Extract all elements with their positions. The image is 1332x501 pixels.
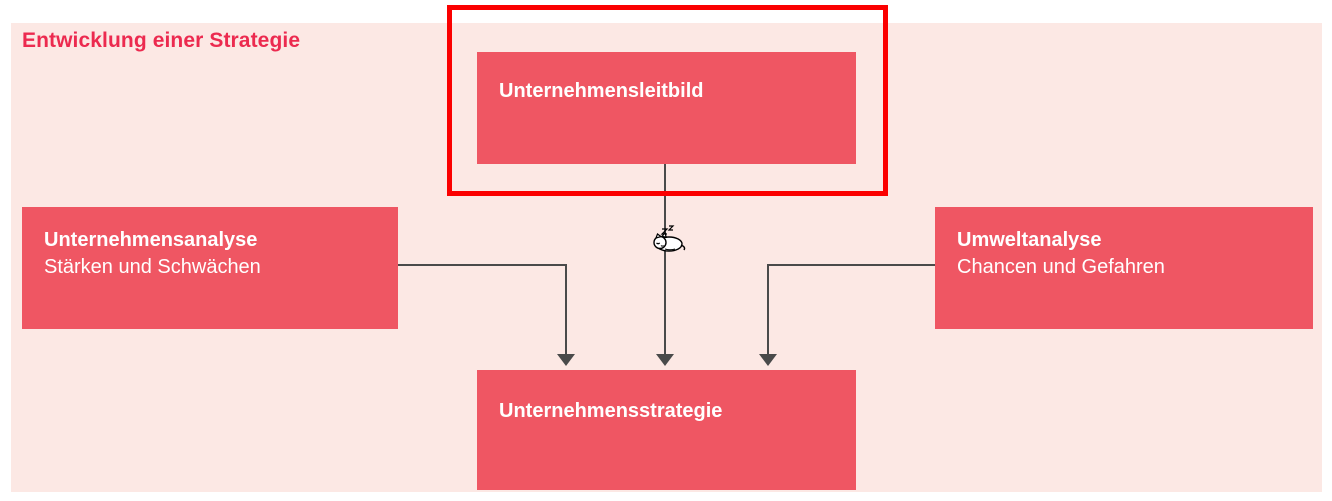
node-title: Unternehmensstrategie bbox=[499, 400, 723, 422]
sleeping-cat-cursor-icon bbox=[653, 225, 686, 252]
node-unternehmensanalyse[interactable]: Unternehmensanalyse Stärken und Schwäche… bbox=[22, 207, 398, 329]
node-unternehmensstrategie[interactable]: Unternehmensstrategie bbox=[477, 370, 856, 490]
connector-unternehmensanalyse-vertical bbox=[565, 264, 567, 356]
node-unternehmensleitbild[interactable]: Unternehmensleitbild bbox=[477, 52, 856, 164]
arrowhead-center-icon bbox=[656, 354, 674, 366]
connector-umweltanalyse-horizontal bbox=[768, 264, 937, 266]
arrowhead-left-icon bbox=[557, 354, 575, 366]
connector-leitbild-to-strategie bbox=[664, 164, 666, 356]
arrowhead-right-icon bbox=[759, 354, 777, 366]
node-subtitle: Chancen und Gefahren bbox=[957, 256, 1165, 278]
node-umweltanalyse[interactable]: Umweltanalyse Chancen und Gefahren bbox=[935, 207, 1313, 329]
node-title: Unternehmensleitbild bbox=[499, 80, 704, 102]
page-title: Entwicklung einer Strategie bbox=[22, 29, 301, 52]
selection-highlight-rectangle bbox=[447, 5, 888, 196]
connector-umweltanalyse-vertical bbox=[767, 264, 769, 356]
node-subtitle: Stärken und Schwächen bbox=[44, 256, 261, 278]
connector-unternehmensanalyse-horizontal bbox=[398, 264, 567, 266]
node-title: Umweltanalyse bbox=[957, 229, 1102, 251]
node-title: Unternehmensanalyse bbox=[44, 229, 258, 251]
